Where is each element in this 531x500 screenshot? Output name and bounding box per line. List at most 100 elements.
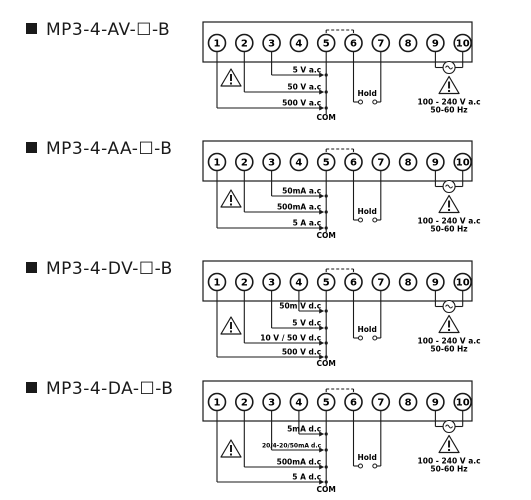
terminal-number: 5 bbox=[323, 39, 330, 50]
sine-wave-icon bbox=[445, 424, 453, 429]
model-title-text: MP3-4-DA-☐-B bbox=[46, 379, 174, 399]
arrow-head bbox=[319, 464, 325, 470]
relay-label: Hold bbox=[357, 325, 376, 334]
terminal-number: 5 bbox=[323, 398, 330, 409]
input-label: 20/4-20/50mA d.c bbox=[262, 443, 322, 450]
terminal-number: 4 bbox=[295, 39, 302, 50]
terminal-number: 3 bbox=[268, 398, 275, 409]
input-label: 500 V a.c bbox=[282, 99, 321, 108]
terminal-4 bbox=[289, 33, 309, 53]
switch-contact bbox=[358, 463, 363, 469]
terminal-number: 9 bbox=[432, 158, 439, 169]
arrow-head bbox=[319, 72, 325, 78]
terminal-number: 10 bbox=[456, 158, 470, 169]
switch-contact bbox=[358, 217, 363, 223]
terminal-number: 9 bbox=[432, 278, 439, 289]
arrow-head bbox=[319, 308, 325, 314]
switch-contact bbox=[358, 99, 363, 105]
warning-dot bbox=[230, 330, 232, 333]
power-rating: 100 - 240 V a.c bbox=[418, 457, 481, 466]
terminal-8 bbox=[398, 272, 418, 292]
warning-icon bbox=[220, 189, 242, 208]
warning-mark bbox=[448, 81, 451, 89]
terminal-number: 2 bbox=[241, 398, 248, 409]
terminal-number: 9 bbox=[432, 398, 439, 409]
terminal-number: 1 bbox=[214, 39, 221, 50]
terminal-number: 7 bbox=[377, 278, 384, 289]
input-label: 500 V d.c bbox=[282, 348, 321, 357]
input-label: 5 A a.c bbox=[293, 219, 322, 228]
terminal-number: 2 bbox=[241, 278, 248, 289]
terminal-number: 4 bbox=[295, 398, 302, 409]
bullet-square-icon bbox=[26, 142, 37, 153]
terminal-8 bbox=[398, 33, 418, 53]
terminal-number: 7 bbox=[377, 39, 384, 50]
arrow-head bbox=[319, 354, 325, 360]
arrow-head bbox=[319, 209, 325, 215]
warning-mark bbox=[448, 200, 451, 208]
terminal-number: 2 bbox=[241, 158, 248, 169]
terminal-number: 6 bbox=[350, 158, 357, 169]
arrow-head bbox=[319, 447, 325, 453]
warning-icon bbox=[220, 68, 242, 87]
input-label: 5 A d.c bbox=[292, 473, 321, 482]
warning-mark bbox=[230, 445, 232, 452]
warning-dot bbox=[230, 203, 232, 206]
terminal-number: 10 bbox=[456, 398, 470, 409]
terminal-number: 3 bbox=[268, 158, 275, 169]
terminal-8 bbox=[398, 152, 418, 172]
bullet-square-icon bbox=[26, 382, 37, 393]
terminal-4 bbox=[289, 152, 309, 172]
arrow-head bbox=[319, 325, 325, 331]
warning-dot bbox=[448, 329, 451, 331]
common-label: COM bbox=[317, 113, 336, 122]
terminal-number: 1 bbox=[214, 158, 221, 169]
input-label: 5mA d.c bbox=[287, 425, 321, 434]
input-label: 50mA a.c bbox=[282, 187, 321, 196]
arrow-head bbox=[319, 89, 325, 95]
warning-icon bbox=[438, 194, 460, 214]
switch-contact bbox=[372, 463, 378, 469]
warning-mark bbox=[230, 322, 232, 329]
bullet-square-icon bbox=[26, 262, 37, 273]
input-label: 50m V d.c bbox=[279, 302, 321, 311]
model-title-dv: MP3-4-DV-☐-B bbox=[26, 259, 173, 279]
terminal-number: 6 bbox=[350, 278, 357, 289]
switch-contact bbox=[358, 335, 363, 341]
arrow-head bbox=[319, 340, 325, 346]
sine-wave-icon bbox=[445, 65, 453, 70]
warning-icon bbox=[438, 314, 460, 334]
power-frequency: 50-60 Hz bbox=[430, 465, 467, 474]
terminal-number: 8 bbox=[405, 158, 412, 169]
switch-contact bbox=[372, 335, 378, 341]
relay-label: Hold bbox=[357, 453, 376, 462]
arrow-head bbox=[319, 225, 325, 231]
terminal-number: 7 bbox=[377, 398, 384, 409]
terminal-number: 2 bbox=[241, 39, 248, 50]
terminal-number: 9 bbox=[432, 39, 439, 50]
warning-icon bbox=[220, 316, 242, 335]
terminal-number: 8 bbox=[405, 278, 412, 289]
arrow-head bbox=[319, 105, 325, 111]
warning-dot bbox=[230, 453, 232, 456]
relay-label: Hold bbox=[357, 89, 376, 98]
model-title-text: MP3-4-AA-☐-B bbox=[46, 139, 173, 159]
input-label: 500mA a.c bbox=[277, 203, 321, 212]
switch-contact bbox=[372, 217, 378, 223]
model-title-aa: MP3-4-AA-☐-B bbox=[26, 139, 172, 159]
terminal-number: 7 bbox=[377, 158, 384, 169]
power-frequency: 50-60 Hz bbox=[430, 225, 467, 234]
terminal-number: 5 bbox=[323, 278, 330, 289]
input-label: 5 V a.c bbox=[293, 66, 322, 75]
warning-mark bbox=[230, 74, 232, 81]
bullet-square-icon bbox=[26, 23, 37, 34]
warning-dot bbox=[448, 449, 451, 451]
input-label: 50 V a.c bbox=[287, 83, 321, 92]
power-frequency: 50-60 Hz bbox=[430, 106, 467, 115]
warning-dot bbox=[230, 82, 232, 85]
power-rating: 100 - 240 V a.c bbox=[418, 337, 481, 346]
